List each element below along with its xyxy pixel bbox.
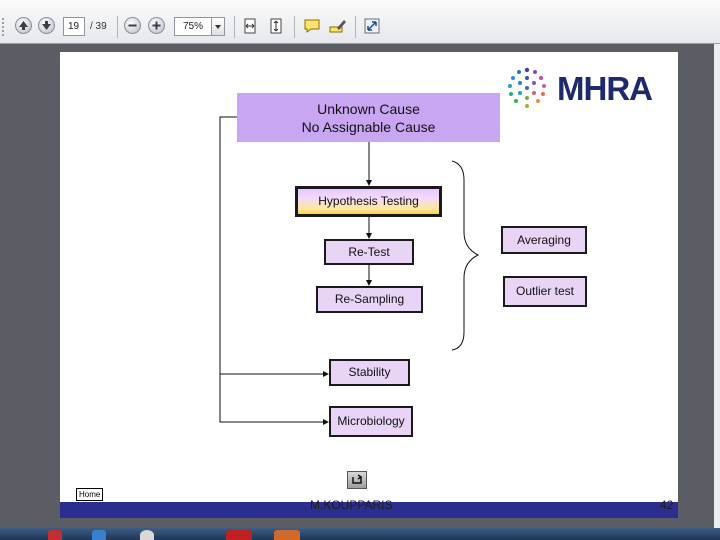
chevron-down-icon <box>215 25 221 29</box>
fit-page-icon <box>270 18 282 34</box>
pdf-page: MHRA Unknown Cause No Assignable Cause H… <box>60 52 678 518</box>
microbiology-box: Microbiology <box>329 406 413 437</box>
browser-icon[interactable] <box>92 530 106 540</box>
highlight-button[interactable] <box>329 18 347 39</box>
stability-box: Stability <box>329 359 410 386</box>
arrow-down-icon <box>42 21 51 30</box>
footer-author: M.KOUPPARIS <box>310 498 393 512</box>
presentation-app-icon[interactable] <box>274 530 300 540</box>
previous-page-button[interactable] <box>15 17 32 34</box>
page-number-input[interactable]: 19 <box>63 17 85 36</box>
zoom-level-select[interactable]: 75% <box>174 17 212 36</box>
retest-box: Re-Test <box>324 239 414 265</box>
toolbar-separator <box>117 16 118 38</box>
head-line-2: No Assignable Cause <box>301 119 436 135</box>
resampling-box: Re-Sampling <box>316 286 423 313</box>
highlighter-pen-icon <box>329 20 346 33</box>
mhra-logo-text: MHRA <box>557 70 653 107</box>
comment-button[interactable] <box>303 18 321 39</box>
zoom-dropdown-button[interactable] <box>211 17 225 36</box>
scrollbar[interactable] <box>714 44 720 528</box>
averaging-box: Averaging <box>501 226 587 254</box>
head-line-1: Unknown Cause <box>317 101 420 117</box>
pdf-toolbar: 19 / 39 75% <box>0 0 720 44</box>
next-page-button[interactable] <box>38 17 55 34</box>
zoom-in-button[interactable] <box>148 17 165 34</box>
return-arrow-icon <box>352 474 363 484</box>
toolbar-separator <box>355 16 356 38</box>
flowchart-connectors <box>219 116 480 425</box>
outlier-test-box: Outlier test <box>503 276 587 307</box>
toolbar-separator <box>234 16 235 38</box>
zoom-out-button[interactable] <box>124 17 141 34</box>
pdf-reader-icon[interactable] <box>226 530 252 540</box>
return-button[interactable] <box>347 471 367 489</box>
comment-bubble-icon <box>304 19 320 33</box>
windows-taskbar <box>0 528 720 540</box>
slide-page-number: 42 <box>660 498 674 512</box>
arrow-up-icon <box>19 21 28 30</box>
hypothesis-testing-box: Hypothesis Testing <box>295 186 442 217</box>
fit-page-button[interactable] <box>268 18 284 39</box>
toolbar-separator <box>294 16 295 38</box>
home-button[interactable]: Home <box>76 488 104 501</box>
minus-icon <box>128 24 137 27</box>
expand-arrows-icon <box>364 18 380 34</box>
plus-icon <box>152 21 161 30</box>
toolbar-grip <box>2 18 10 36</box>
page-count-label: / 39 <box>90 21 107 32</box>
fit-width-icon <box>244 18 256 34</box>
mhra-logo-dots-icon <box>508 67 546 108</box>
unknown-cause-box: Unknown Cause No Assignable Cause <box>237 93 500 142</box>
clock-app-icon[interactable] <box>140 530 154 540</box>
slide-footer-bar <box>60 502 678 518</box>
app-icon[interactable] <box>48 530 62 540</box>
fit-width-button[interactable] <box>242 18 258 39</box>
full-screen-button[interactable] <box>364 18 380 39</box>
